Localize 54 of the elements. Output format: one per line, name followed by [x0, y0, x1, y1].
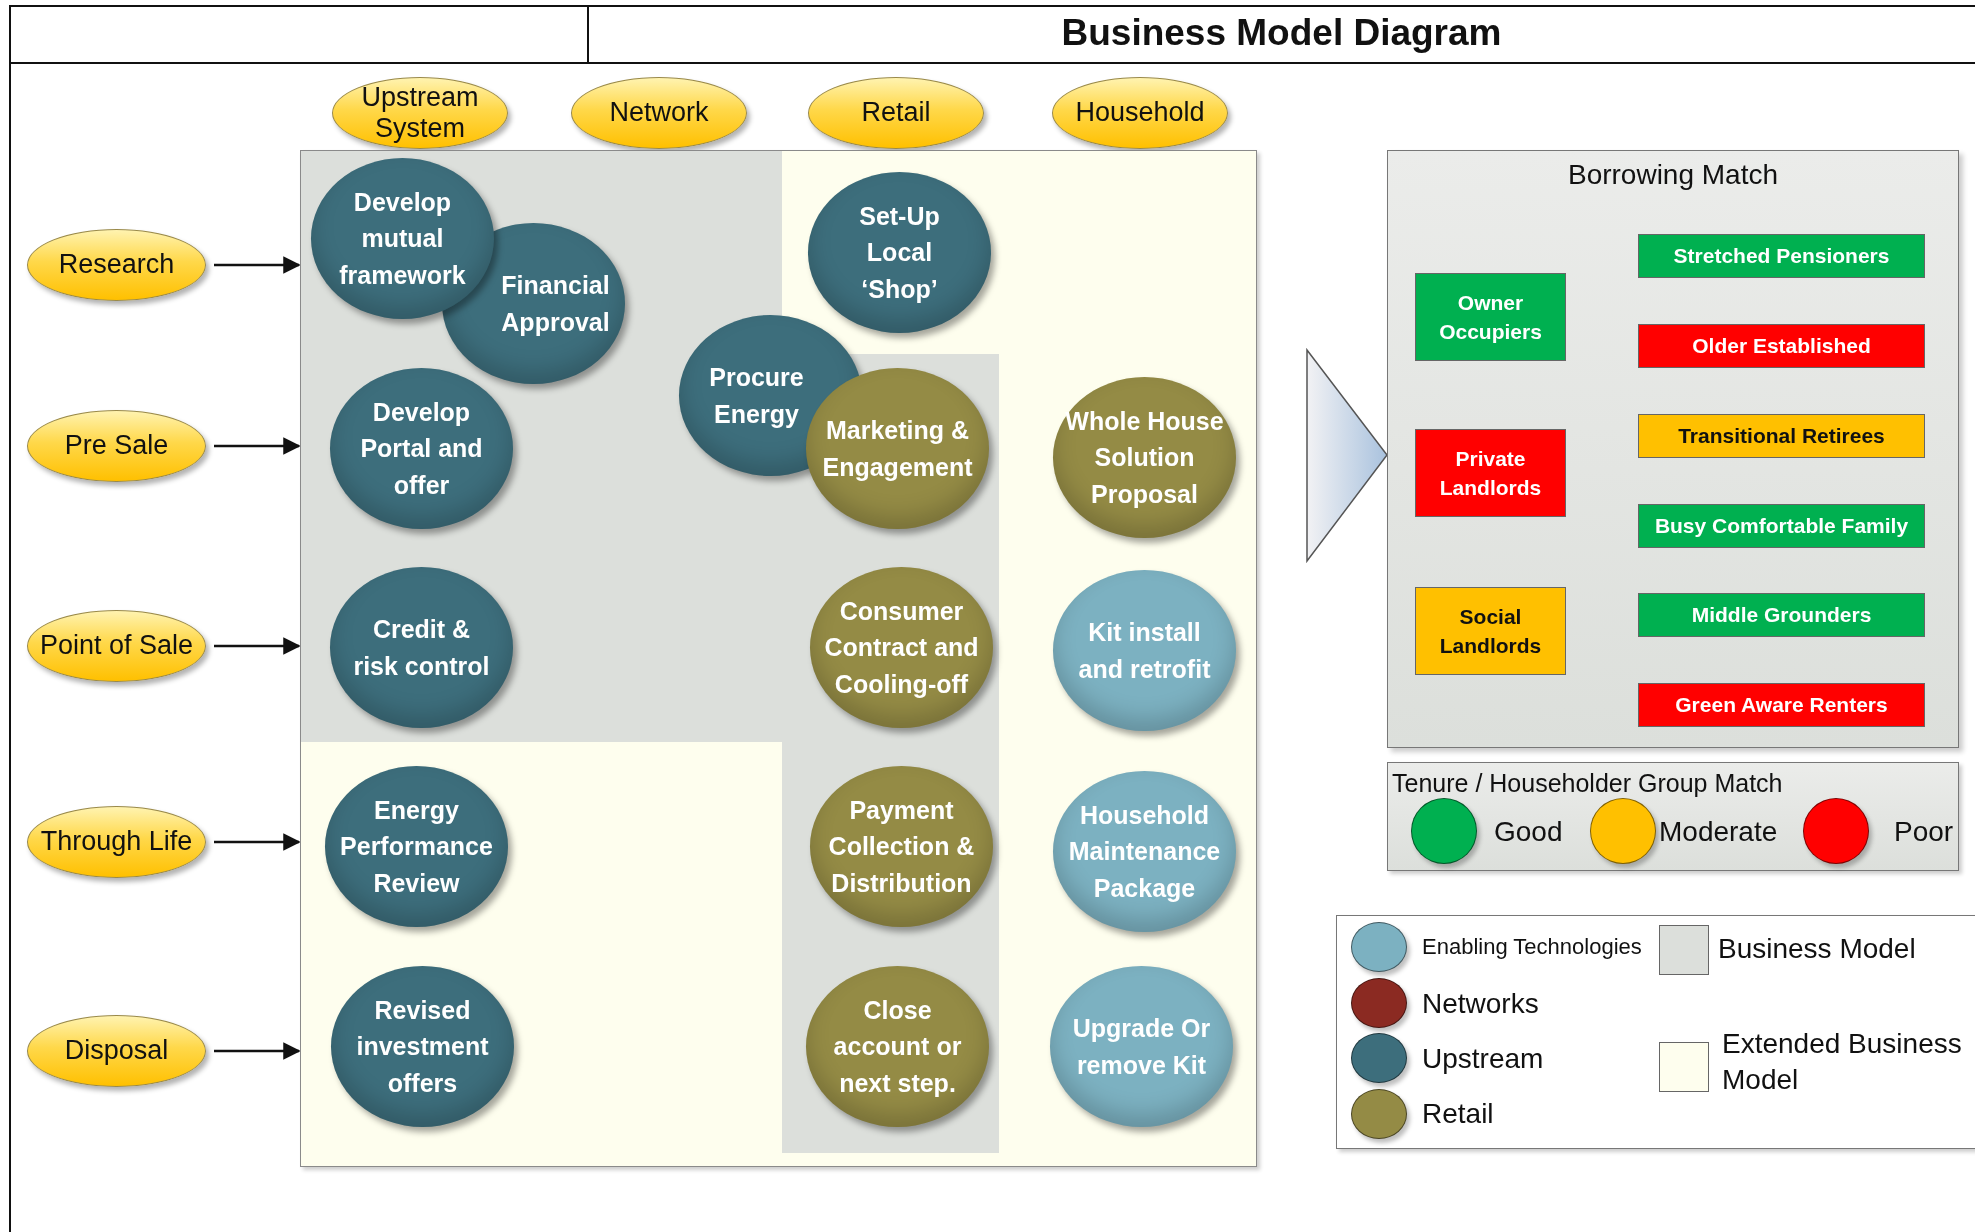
stage-pill: Pre Sale — [27, 410, 206, 482]
stage-pill: Upstream System — [332, 77, 508, 149]
circle-label: Set-Up Local ‘Shop’ — [858, 201, 941, 305]
group-box: Social Landlords — [1415, 587, 1566, 675]
legend-label: Business Model — [1718, 932, 1916, 966]
circle-label: Close account or next step. — [832, 995, 963, 1099]
circle-label: Develop mutual framework — [338, 187, 467, 291]
arrow — [214, 833, 301, 851]
group-box: Owner Occupiers — [1415, 273, 1566, 361]
chevron-arrow — [1306, 347, 1388, 564]
arrow — [214, 256, 301, 274]
diagram-title: Business Model Diagram — [1061, 12, 1502, 53]
circle-label: Revised investment offers — [355, 995, 490, 1099]
circle-label: Consumer Contract and Cooling-off — [823, 596, 980, 700]
legend-label: Retail — [1422, 1097, 1494, 1131]
legend-label: Upstream — [1422, 1042, 1544, 1076]
circle-label: Upgrade Or remove Kit — [1071, 1013, 1212, 1081]
group-box: Transitional Retirees — [1638, 414, 1925, 458]
group-box: Green Aware Renters — [1638, 683, 1925, 727]
circle-label: Household Maintenance Package — [1067, 800, 1222, 904]
circle-label: Procure Energy — [708, 362, 805, 430]
arrow — [214, 1042, 301, 1060]
extended-business-model-panel — [300, 150, 1257, 1167]
legend-label: Good — [1494, 815, 1563, 849]
circle-label: Develop Portal and offer — [359, 397, 484, 501]
circle-label: Energy Performance Review — [339, 795, 494, 899]
panel-title: Borrowing Match — [1566, 159, 1780, 191]
stage-pill: Research — [27, 229, 206, 301]
group-box: Stretched Pensioners — [1638, 234, 1925, 278]
group-box: Busy Comfortable Family — [1638, 504, 1925, 548]
stage-pill: Through Life — [27, 806, 206, 878]
circle-label: Whole House Solution Proposal — [1064, 406, 1225, 510]
stage-pill: Point of Sale — [27, 610, 206, 682]
stage-pill: Network — [571, 77, 747, 149]
group-box: Older Established — [1638, 324, 1925, 368]
match-panel — [1387, 150, 1959, 748]
legend-label: Poor — [1894, 815, 1954, 849]
legend-title: Tenure / Householder Group Match — [1392, 769, 1783, 798]
stage-pill: Retail — [808, 77, 984, 149]
legend-label: Enabling Technologies — [1422, 933, 1642, 961]
group-box: Middle Grounders — [1638, 593, 1925, 637]
circle-label: Kit install and retrofit — [1077, 617, 1212, 685]
stage-pill: Disposal — [27, 1015, 206, 1087]
circle-label: Credit & risk control — [352, 614, 491, 682]
circle-label: Payment Collection & Distribution — [827, 795, 976, 899]
circle-label: Financial Approval — [500, 270, 611, 338]
circle-label: Marketing & Engagement — [821, 415, 974, 483]
stage-pill: Household — [1052, 77, 1228, 149]
legend-label: Moderate — [1659, 815, 1778, 849]
legend-label: Extended Business Model — [1722, 1027, 1962, 1098]
group-box: Private Landlords — [1415, 429, 1566, 517]
arrow — [214, 637, 301, 655]
legend-label: Networks — [1422, 987, 1539, 1021]
arrow — [214, 437, 301, 455]
